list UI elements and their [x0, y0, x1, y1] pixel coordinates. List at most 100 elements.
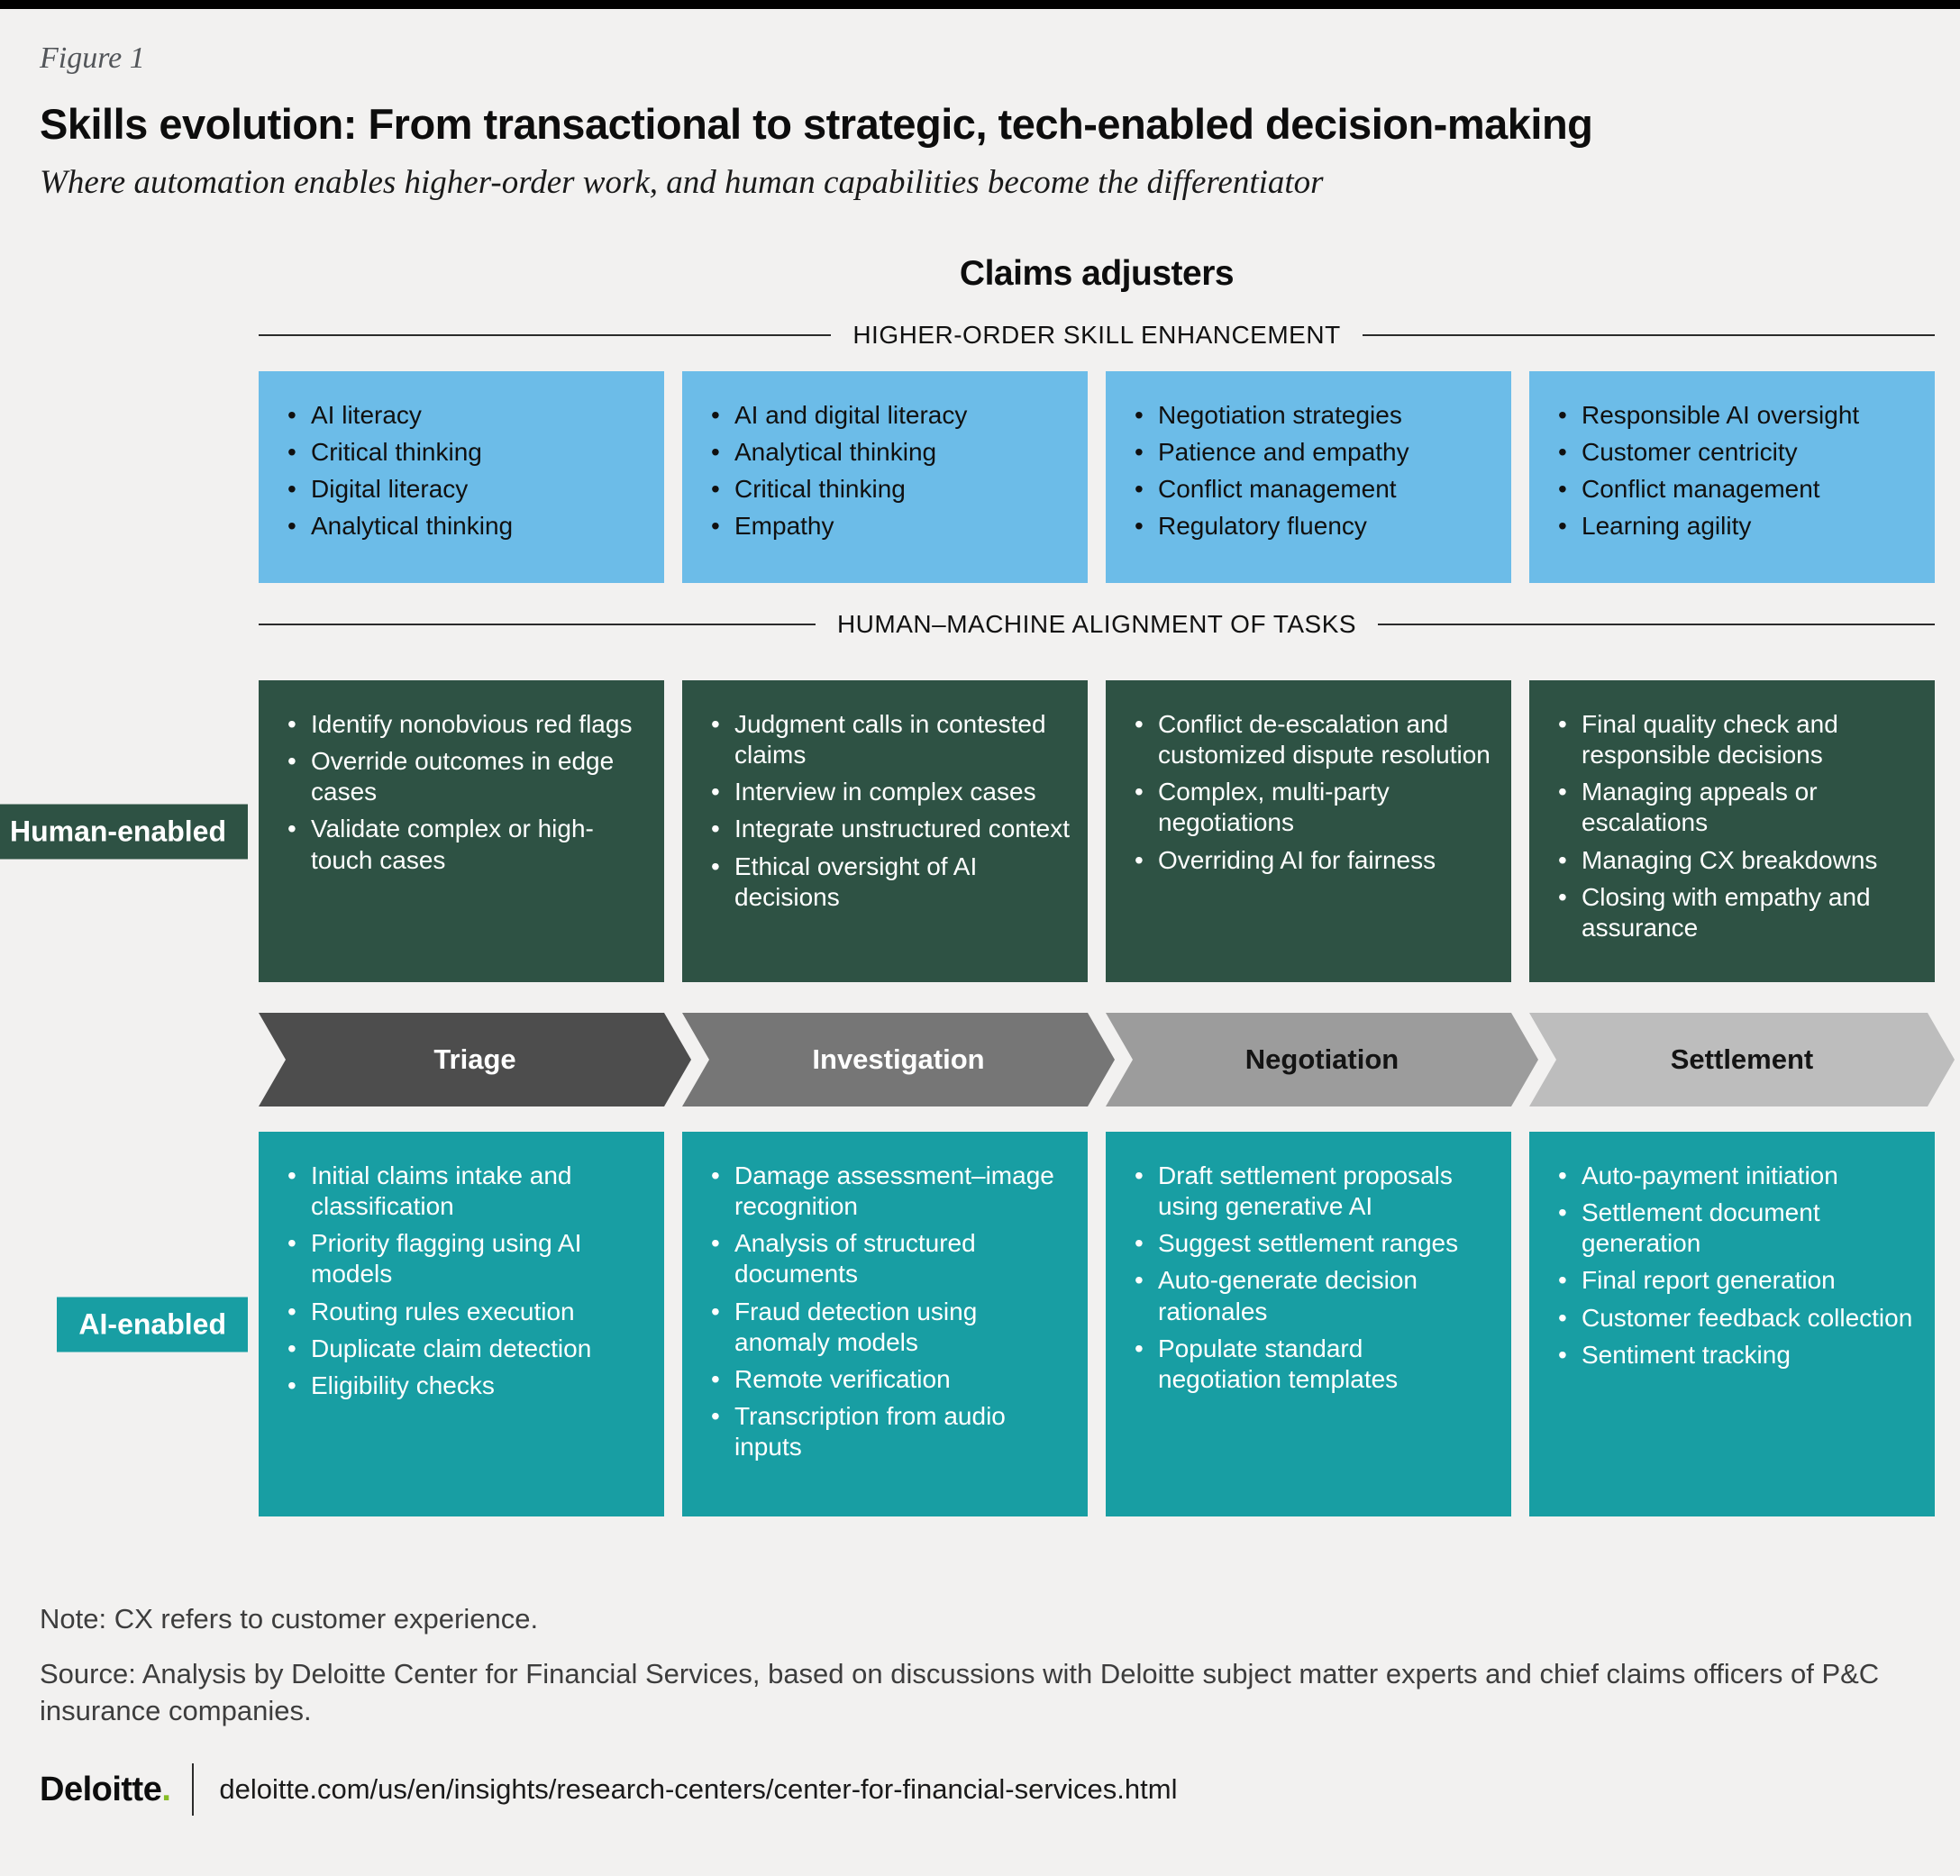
bullet-item: Populate standard negotiation templates: [1129, 1334, 1493, 1395]
brand-green-dot: .: [161, 1770, 171, 1808]
skills-section-divider: HIGHER-ORDER SKILL ENHANCEMENT: [259, 321, 1935, 350]
figure-title: Skills evolution: From transactional to …: [40, 100, 1593, 148]
skills-box-investigation: AI and digital literacyAnalytical thinki…: [682, 371, 1088, 583]
skills-box-row: AI literacyCritical thinkingDigital lite…: [259, 371, 1935, 583]
human-tasks-row: Human-enabled Identify nonobvious red fl…: [0, 680, 1935, 982]
bullet-item: Empathy: [706, 511, 1070, 542]
bullet-item: Damage assessment–image recognition: [706, 1161, 1070, 1222]
bullet-item: Priority flagging using AI models: [282, 1228, 646, 1289]
bullet-item: Transcription from audio inputs: [706, 1401, 1070, 1462]
ai-list-triage: Initial claims intake and classification…: [282, 1161, 646, 1401]
human-box-triage: Identify nonobvious red flagsOverride ou…: [259, 680, 664, 982]
chevron-arrow: Investigation: [682, 1013, 1115, 1106]
bullet-item: Validate complex or high-touch cases: [282, 814, 646, 875]
bullet-item: Analytical thinking: [282, 511, 646, 542]
stage-label: Negotiation: [1244, 1043, 1399, 1075]
stage-arrow-settlement: Settlement: [1529, 1013, 1935, 1106]
process-stage-arrows: Triage Investigation Negotiation Settlem…: [0, 1013, 1960, 1106]
bullet-item: Managing appeals or escalations: [1553, 777, 1917, 838]
chevron-arrow: Triage: [259, 1013, 691, 1106]
ai-tasks-row: AI-enabled Initial claims intake and cla…: [57, 1132, 1935, 1516]
stage-label: Investigation: [812, 1043, 985, 1075]
chevron-arrow: Negotiation: [1106, 1013, 1538, 1106]
skills-section-label: HIGHER-ORDER SKILL ENHANCEMENT: [852, 321, 1341, 349]
bullet-item: Conflict de-escalation and customized di…: [1129, 709, 1493, 770]
bullet-item: Settlement document generation: [1553, 1198, 1917, 1259]
ai-list-negotiation: Draft settlement proposals using generat…: [1129, 1161, 1493, 1395]
bullet-item: Eligibility checks: [282, 1371, 646, 1401]
skills-list-triage: AI literacyCritical thinkingDigital lite…: [282, 400, 646, 542]
ai-box-negotiation: Draft settlement proposals using generat…: [1106, 1132, 1511, 1516]
footer-divider: [192, 1763, 195, 1817]
divider-rule-left: [259, 334, 832, 336]
skills-list-negotiation: Negotiation strategiesPatience and empat…: [1129, 400, 1493, 542]
bullet-item: Conflict management: [1553, 474, 1917, 505]
skills-list-investigation: AI and digital literacyAnalytical thinki…: [706, 400, 1070, 542]
skills-box-settlement: Responsible AI oversightCustomer centric…: [1529, 371, 1935, 583]
bullet-item: Routing rules execution: [282, 1297, 646, 1327]
note-text: Note: CX refers to customer experience.: [40, 1603, 539, 1635]
bullet-item: Overriding AI for fairness: [1129, 845, 1493, 876]
bullet-item: Patience and empathy: [1129, 437, 1493, 468]
brand-word: Deloitte: [40, 1770, 162, 1808]
bullet-item: Interview in complex cases: [706, 777, 1070, 807]
ai-enabled-label: AI-enabled: [57, 1297, 248, 1352]
bullet-item: Ethical oversight of AI decisions: [706, 851, 1070, 913]
bullet-item: Analytical thinking: [706, 437, 1070, 468]
human-box-settlement: Final quality check and responsible deci…: [1529, 680, 1935, 982]
divider-rule-left: [259, 624, 816, 625]
bullet-item: Identify nonobvious red flags: [282, 709, 646, 740]
human-list-triage: Identify nonobvious red flagsOverride ou…: [282, 709, 646, 876]
stage-label: Triage: [433, 1043, 516, 1075]
bullet-item: Initial claims intake and classification: [282, 1161, 646, 1222]
bullet-item: Fraud detection using anomaly models: [706, 1297, 1070, 1358]
human-list-settlement: Final quality check and responsible deci…: [1553, 709, 1917, 943]
divider-rule-right: [1362, 334, 1935, 336]
chevron-arrow: Settlement: [1529, 1013, 1955, 1106]
human-list-investigation: Judgment calls in contested claimsInterv…: [706, 709, 1070, 913]
stage-arrow-investigation: Investigation: [682, 1013, 1088, 1106]
footnotes: Note: CX refers to customer experience. …: [0, 1603, 1960, 1729]
bullet-item: Auto-generate decision rationales: [1129, 1265, 1493, 1326]
deloitte-logo: Deloitte.: [40, 1770, 171, 1809]
stage-arrow-triage: Triage: [259, 1013, 664, 1106]
skills-box-negotiation: Negotiation strategiesPatience and empat…: [1106, 371, 1511, 583]
bullet-item: Responsible AI oversight: [1553, 400, 1917, 431]
bullet-item: Customer centricity: [1553, 437, 1917, 468]
ai-box-settlement: Auto-payment initiationSettlement docume…: [1529, 1132, 1935, 1516]
bullet-item: Duplicate claim detection: [282, 1334, 646, 1364]
bullet-item: Conflict management: [1129, 474, 1493, 505]
skills-box-triage: AI literacyCritical thinkingDigital lite…: [259, 371, 664, 583]
bullet-item: Suggest settlement ranges: [1129, 1228, 1493, 1259]
bullet-item: Auto-payment initiation: [1553, 1161, 1917, 1191]
figure-subtitle: Where automation enables higher-order wo…: [40, 164, 1324, 201]
bullet-item: Critical thinking: [706, 474, 1070, 505]
bullet-item: Override outcomes in edge cases: [282, 746, 646, 807]
bullet-item: Final quality check and responsible deci…: [1553, 709, 1917, 770]
human-list-negotiation: Conflict de-escalation and customized di…: [1129, 709, 1493, 876]
human-enabled-label: Human-enabled: [0, 804, 248, 859]
bullet-item: Closing with empathy and assurance: [1553, 882, 1917, 943]
bullet-item: Customer feedback collection: [1553, 1303, 1917, 1334]
divider-rule-right: [1378, 624, 1936, 625]
bullet-item: Integrate unstructured context: [706, 814, 1070, 844]
ai-area: AI-enabled Initial claims intake and cla…: [0, 1132, 1960, 1516]
bullet-item: Complex, multi-party negotiations: [1129, 777, 1493, 838]
bullet-item: Draft settlement proposals using generat…: [1129, 1161, 1493, 1222]
bullet-item: Final report generation: [1553, 1265, 1917, 1296]
diagram-heading: Claims adjusters: [959, 254, 1235, 293]
bullet-item: Regulatory fluency: [1129, 511, 1493, 542]
ai-list-settlement: Auto-payment initiationSettlement docume…: [1553, 1161, 1917, 1371]
human-box-investigation: Judgment calls in contested claimsInterv…: [682, 680, 1088, 982]
stage-label: Settlement: [1670, 1043, 1814, 1075]
ai-list-investigation: Damage assessment–image recognitionAnaly…: [706, 1161, 1070, 1462]
bullet-item: Negotiation strategies: [1129, 400, 1493, 431]
top-black-bar: [0, 0, 1960, 9]
bullet-item: Judgment calls in contested claims: [706, 709, 1070, 770]
skills-list-settlement: Responsible AI oversightCustomer centric…: [1553, 400, 1917, 542]
bullet-item: Managing CX breakdowns: [1553, 845, 1917, 876]
footer-url: deloitte.com/us/en/insights/research-cen…: [219, 1773, 1178, 1806]
bullet-item: AI and digital literacy: [706, 400, 1070, 431]
diagram-area: Claims adjusters HIGHER-ORDER SKILL ENHA…: [0, 254, 1960, 982]
bullet-item: Sentiment tracking: [1553, 1340, 1917, 1371]
